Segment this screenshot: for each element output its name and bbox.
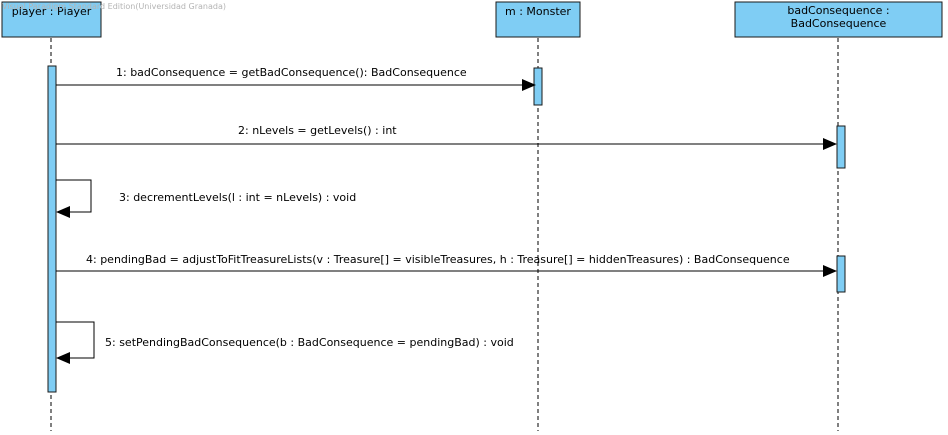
message-2-label: 2: nLevels = getLevels() : int [238, 124, 397, 137]
lifeline-player-label: player : Player [12, 5, 92, 18]
message-3-label: 3: decrementLevels(l : int = nLevels) : … [119, 191, 356, 204]
message-5-label: 5: setPendingBadConsequence(b : BadConse… [105, 336, 514, 349]
message-4-label: 4: pendingBad = adjustToFitTreasureLists… [86, 253, 790, 266]
lifeline-player-head[interactable]: player : Player [1, 1, 102, 38]
activation-bar-badconsequence-2 [836, 255, 846, 293]
lifeline-monster-label: m : Monster [505, 5, 571, 18]
activation-bar-player [47, 65, 57, 393]
lifeline-badconsequence-label-line2: BadConsequence [791, 17, 887, 30]
activation-bar-badconsequence-1 [836, 125, 846, 169]
activation-bar-monster [533, 67, 543, 106]
message-3-arrow[interactable] [56, 179, 92, 218]
lifeline-badconsequence-head[interactable]: badConsequence : BadConsequence [734, 1, 943, 38]
message-5-arrow[interactable] [56, 321, 95, 364]
lifeline-badconsequence-label-line1: badConsequence : [787, 4, 889, 17]
watermark: Visual Paradigm Standard Edition(Univers… [2, 2, 226, 11]
lifeline-monster-head[interactable]: m : Monster [495, 1, 581, 38]
message-1-label: 1: badConsequence = getBadConsequence():… [116, 66, 467, 79]
